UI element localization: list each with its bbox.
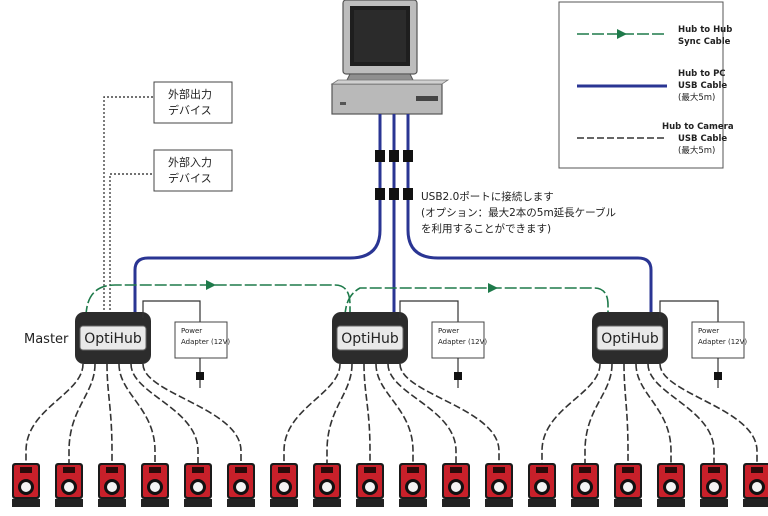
camera-cable [623, 363, 629, 463]
hub-2-power-line2: Adapter (12V) [438, 338, 487, 346]
camera-icon [313, 463, 341, 507]
legend-cam-line1: Hub to Camera [662, 122, 734, 132]
hub-2-plug-icon [454, 372, 462, 380]
camera-icon [485, 463, 513, 507]
camera-cable [283, 363, 341, 463]
hub-sync-cables [85, 280, 609, 319]
hub-2-power-wire [399, 300, 459, 322]
camera-cable [118, 363, 156, 463]
external-output-device: 外部出力 デバイス [153, 81, 233, 124]
hub-3: OptiHub Power Adapter (12V) [592, 300, 747, 388]
pc-icon [330, 0, 450, 115]
note-line1: USB2.0ポートに接続します [421, 190, 554, 203]
hub-1-power-wire [142, 300, 201, 322]
camera-icon [184, 463, 212, 507]
camera-cable [326, 363, 353, 463]
hub-1-face [79, 325, 147, 351]
legend-cam-line2: USB Cable [678, 134, 727, 144]
output-device-line1: 外部出力 [168, 87, 212, 101]
camera-cable [130, 363, 199, 463]
hub-2: OptiHub Power Adapter (12V) [332, 300, 487, 388]
legend-pc-line2: USB Cable [678, 81, 727, 91]
camera-cable [584, 363, 613, 463]
legend-usb-camera-entry: Hub to Camera USB Cable (最大5m) [577, 122, 734, 156]
camera-icon [399, 463, 427, 507]
camera-cable [647, 363, 715, 463]
camera-cable [375, 363, 414, 463]
camera-cable [635, 363, 672, 463]
input-device-line1: 外部入力 [168, 155, 212, 169]
legend-pc-line3: (最大5m) [678, 92, 715, 103]
camera-icon [571, 463, 599, 507]
camera-cable [106, 363, 113, 463]
camera-row [12, 463, 768, 507]
external-input-device: 外部入力 デバイス [153, 149, 233, 192]
note-line2: (オプション：最大2本の5m延長ケーブル [421, 206, 616, 219]
hub-2-name: OptiHub [341, 331, 399, 347]
usb-cable-hub3 [406, 114, 653, 318]
legend-cam-line3: (最大5m) [678, 145, 715, 156]
hub-1: Master OptiHub Power Adapter (12V) [24, 300, 230, 388]
camera-icon [743, 463, 768, 507]
camera-cable [25, 363, 84, 463]
camera-icon [141, 463, 169, 507]
external-output-wire [103, 96, 154, 318]
input-device-line2: デバイス [168, 171, 212, 185]
legend-sync-line1: Hub to Hub [678, 25, 732, 35]
camera-icon [356, 463, 384, 507]
usb-extension-couplers [375, 150, 413, 200]
camera-icon [12, 463, 40, 507]
camera-icon [614, 463, 642, 507]
hub-1-power-adapter [174, 321, 228, 359]
legend-sync-entry: Hub to Hub Sync Cable [577, 25, 732, 47]
usb-cable-hub1 [133, 114, 382, 318]
camera-cable [68, 363, 96, 463]
legend-usb-pc-entry: Hub to PC USB Cable (最大5m) [577, 69, 727, 103]
camera-icon [270, 463, 298, 507]
camera-cable [363, 363, 371, 463]
hub-3-power-adapter [691, 321, 745, 359]
hub-1-name: OptiHub [84, 331, 142, 347]
hub-1-plug-icon [196, 372, 204, 380]
camera-cable [399, 363, 500, 463]
camera-icon [657, 463, 685, 507]
camera-icon [55, 463, 83, 507]
usb-connection-note: USB2.0ポートに接続します (オプション：最大2本の5m延長ケーブル を利用… [421, 190, 616, 235]
camera-icon [528, 463, 556, 507]
hub-3-name: OptiHub [601, 331, 659, 347]
hub-1-power-line2: Adapter (12V) [181, 338, 230, 346]
hub-3-power-line1: Power [698, 327, 719, 335]
camera-cable [659, 363, 758, 463]
camera-icon [700, 463, 728, 507]
camera-cables [25, 363, 758, 463]
camera-cable [541, 363, 601, 463]
camera-cable [142, 363, 242, 463]
hub-2-power-line1: Power [438, 327, 459, 335]
legend-sync-line2: Sync Cable [678, 37, 731, 47]
hub-3-power-line2: Adapter (12V) [698, 338, 747, 346]
camera-cable [387, 363, 457, 463]
external-input-wire [109, 173, 154, 318]
hub-3-face [596, 325, 664, 351]
hub-3-plug-icon [714, 372, 722, 380]
hub-2-power-adapter [431, 321, 485, 359]
camera-icon [227, 463, 255, 507]
legend: Hub to Hub Sync Cable Hub to PC USB Cabl… [558, 1, 734, 169]
camera-icon [98, 463, 126, 507]
hub-1-power-line1: Power [181, 327, 202, 335]
output-device-line2: デバイス [168, 103, 212, 117]
master-label: Master [24, 332, 69, 347]
camera-icon [442, 463, 470, 507]
legend-pc-line1: Hub to PC [678, 69, 726, 79]
hub-2-face [336, 325, 404, 351]
hub-3-power-wire [659, 300, 719, 322]
note-line3: を利用することができます) [421, 222, 551, 235]
